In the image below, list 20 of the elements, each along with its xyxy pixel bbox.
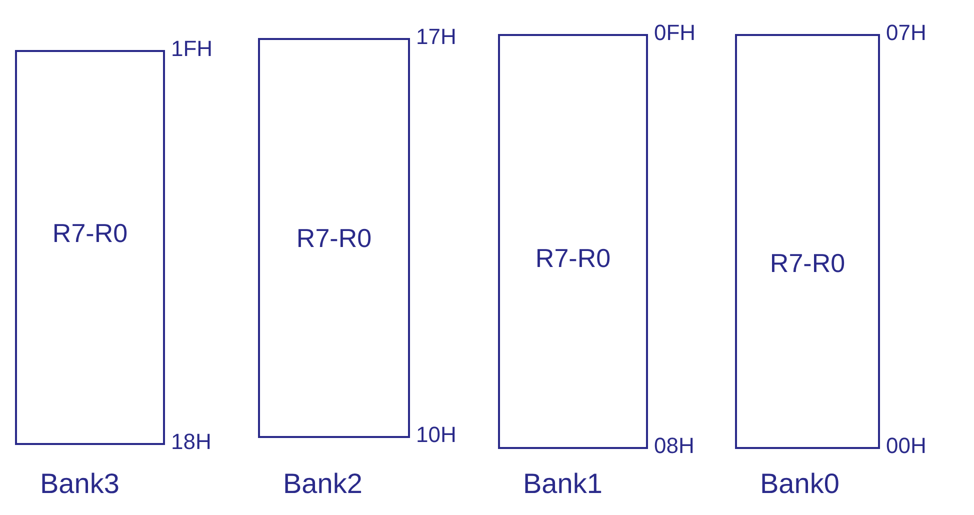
bank-name: Bank3	[40, 470, 120, 498]
register-bank-box	[258, 38, 410, 438]
address-label: 17H	[416, 26, 456, 48]
address-label: 18H	[171, 431, 212, 453]
address-label: 0FH	[654, 22, 696, 44]
address-label: 08H	[654, 435, 694, 457]
address-label: 1FH	[171, 38, 213, 60]
register-bank-box	[498, 34, 648, 449]
register-range-label: R7-R0	[51, 217, 129, 250]
register-range-label: R7-R0	[295, 222, 373, 255]
register-bank-box	[735, 34, 880, 449]
address-label: 00H	[886, 435, 926, 457]
bank-name: Bank0	[760, 470, 840, 498]
register-bank-box	[15, 50, 165, 445]
register-range-label: R7-R0	[768, 247, 846, 280]
register-range-label: R7-R0	[534, 242, 612, 275]
address-label: 07H	[886, 22, 926, 44]
address-label: 10H	[416, 424, 456, 446]
bank-name: Bank2	[283, 470, 362, 498]
bank-name: Bank1	[523, 470, 602, 498]
